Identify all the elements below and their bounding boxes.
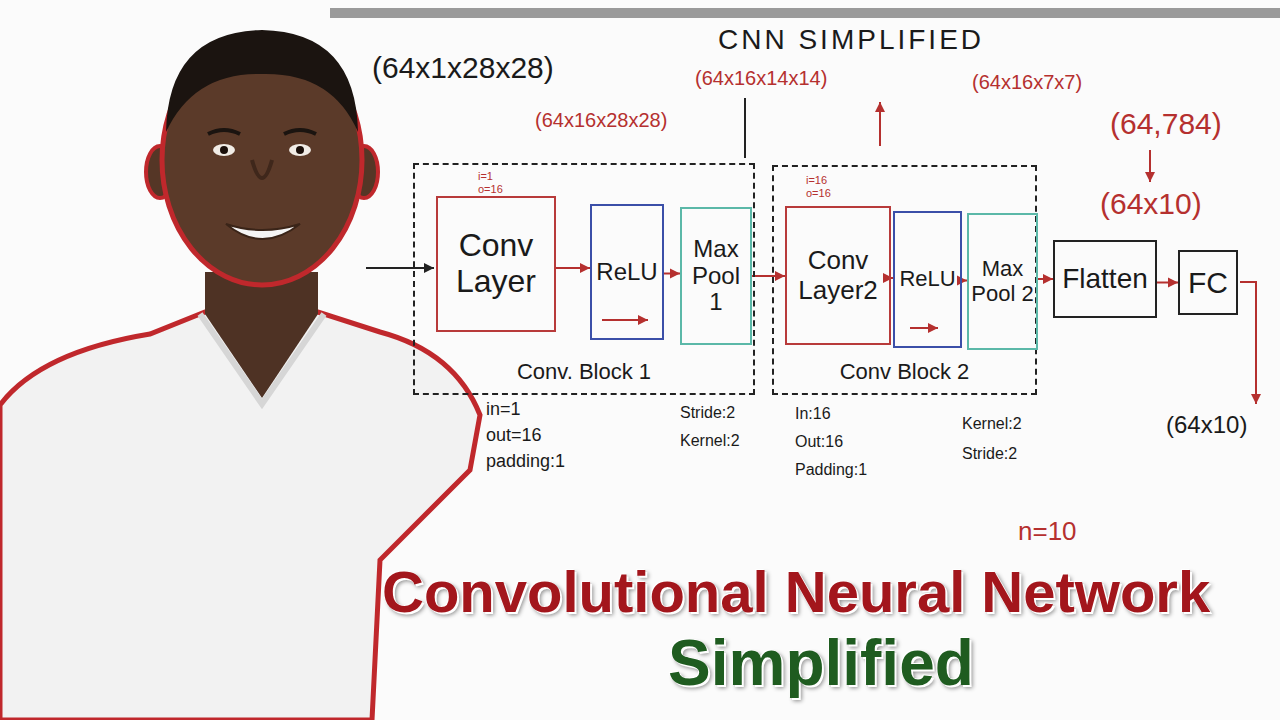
- label-holder: (64x16x7x7): [972, 72, 1082, 93]
- param-note: Stride:2: [680, 404, 735, 421]
- box-label: Max Pool 2: [969, 257, 1036, 306]
- label-holder: (64x16x14x14): [695, 68, 827, 89]
- leader-line: [744, 98, 746, 158]
- param-note: Kernel:2: [680, 432, 740, 449]
- label-holder: o=16: [478, 179, 503, 197]
- flow-arrow: [556, 267, 590, 269]
- relu-arrow: [602, 319, 648, 321]
- box-label: Conv Layer: [438, 228, 554, 300]
- fc-box: FC: [1178, 250, 1238, 315]
- tensor-shape: (64x16x28x28): [535, 109, 667, 131]
- relu-box: ReLU: [893, 211, 962, 348]
- label-holder: padding:1: [486, 452, 565, 471]
- relu-arrow: [910, 327, 938, 329]
- channel-note: i=1: [478, 170, 493, 182]
- conv-block: Conv Block 2 Conv Layer2 ReLU Max Pool 2: [772, 165, 1037, 395]
- param-note: Kernel:2: [962, 415, 1022, 432]
- down-arrow: [1149, 150, 1151, 182]
- box-label: FC: [1188, 266, 1228, 300]
- param-note: Out:16: [795, 433, 843, 450]
- param-note: padding:1: [486, 451, 565, 471]
- label-holder: i=1: [478, 166, 493, 184]
- tensor-shape: (64x16x7x7): [972, 71, 1082, 93]
- param-note: out=16: [486, 425, 542, 445]
- tensor-shape: (64x10): [1100, 187, 1202, 220]
- conv-block: Conv. Block 1 Conv Layer ReLU Max Pool 1: [413, 163, 755, 395]
- label-holder: out=16: [486, 426, 542, 445]
- param-note: Stride:2: [962, 445, 1017, 462]
- tensor-shape: (64x1x28x28): [372, 51, 554, 84]
- tensor-shape: (64x16x14x14): [695, 67, 827, 89]
- param-note: In:16: [795, 405, 831, 422]
- title-holder: CNN SIMPLIFIED: [718, 24, 984, 56]
- tensor-shape: (64,784): [1110, 107, 1222, 140]
- channel-note: i=16: [806, 174, 827, 186]
- label-holder: n=10: [1018, 518, 1077, 545]
- label-holder: o=16: [806, 183, 831, 201]
- label-holder: (64x1x28x28): [372, 52, 554, 84]
- box-label: Max Pool 1: [682, 236, 750, 317]
- label-holder: i=16: [806, 170, 827, 188]
- label-holder: (64,784): [1110, 108, 1222, 140]
- label-holder: In:16: [795, 405, 831, 423]
- conv-layer-box: Conv Layer: [436, 196, 556, 332]
- label-holder: (64x10): [1166, 412, 1247, 437]
- label-holder: Simplified: [668, 630, 974, 697]
- diagram-title: CNN SIMPLIFIED: [718, 24, 984, 55]
- class-count: n=10: [1018, 516, 1077, 546]
- conv-layer-box: Conv Layer2: [785, 206, 891, 345]
- label-holder: (64x16x28x28): [535, 110, 667, 131]
- caption-text: Convolutional Neural Network: [382, 559, 1210, 624]
- label-holder: Convolutional Neural Network: [382, 562, 1210, 623]
- block-label: Conv. Block 1: [517, 360, 651, 385]
- box-label: Flatten: [1062, 263, 1148, 294]
- label-holder: (64x10): [1100, 188, 1202, 220]
- label-holder: Stride:2: [680, 404, 735, 422]
- flow-arrow: [752, 275, 785, 277]
- channel-note: o=16: [478, 183, 503, 195]
- box-label: ReLU: [899, 267, 955, 292]
- tensor-shape: (64x10): [1166, 411, 1247, 438]
- board-frame: [330, 8, 1280, 18]
- output-arrow: [1240, 282, 1256, 404]
- label-holder: in=1: [486, 400, 521, 419]
- maxpool-box: Max Pool 2: [967, 213, 1038, 350]
- block-label: Conv Block 2: [840, 360, 970, 385]
- label-holder: Kernel:2: [962, 415, 1022, 433]
- param-note: Padding:1: [795, 461, 867, 478]
- label-holder: Stride:2: [962, 445, 1017, 463]
- param-note: in=1: [486, 399, 521, 419]
- label-holder: Kernel:2: [680, 432, 740, 450]
- label-holder: Padding:1: [795, 461, 867, 479]
- label-holder: Out:16: [795, 433, 843, 451]
- up-arrow: [879, 102, 881, 146]
- box-label: Conv Layer2: [787, 246, 889, 304]
- flatten-box: Flatten: [1053, 240, 1157, 318]
- maxpool-box: Max Pool 1: [680, 207, 752, 345]
- input-arrow: [366, 267, 434, 269]
- flow-arrow: [1038, 278, 1053, 280]
- relu-box: ReLU: [590, 204, 664, 340]
- caption-text: Simplified: [668, 627, 974, 699]
- flow-arrow: [1157, 282, 1178, 284]
- channel-note: o=16: [806, 187, 831, 199]
- box-label: ReLU: [596, 259, 657, 286]
- flow-arrow: [664, 273, 680, 275]
